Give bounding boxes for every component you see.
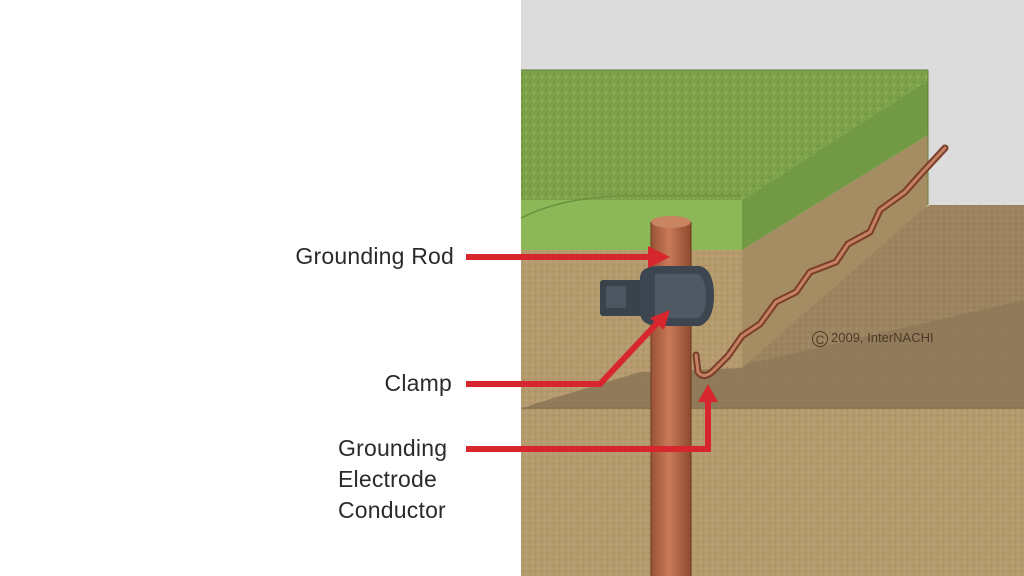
copyright-icon: C: [812, 330, 828, 347]
grass-front: [521, 200, 742, 250]
clamp: [600, 266, 714, 326]
leader-conductor: [466, 397, 711, 452]
lower-soil: [521, 408, 1024, 576]
leader-arrowheads: [648, 246, 718, 402]
label-gec-line1: Grounding: [338, 435, 448, 461]
grass-side: [742, 80, 928, 250]
copyright-text: 2009, InterNACHI: [831, 330, 934, 345]
label-gec-line3: Conductor: [338, 497, 446, 523]
label-grounding-electrode-conductor: Grounding Electrode Conductor: [338, 433, 447, 526]
label-gec-line2: Electrode: [338, 466, 437, 492]
grass-top: [521, 70, 928, 200]
trench-floor: [521, 300, 1024, 408]
leader-clamp: [466, 315, 665, 387]
leader-lines: [466, 254, 711, 452]
label-grounding-rod: Grounding Rod: [295, 243, 454, 269]
soil-side-face: [742, 135, 928, 368]
label-clamp: Clamp: [384, 370, 452, 396]
